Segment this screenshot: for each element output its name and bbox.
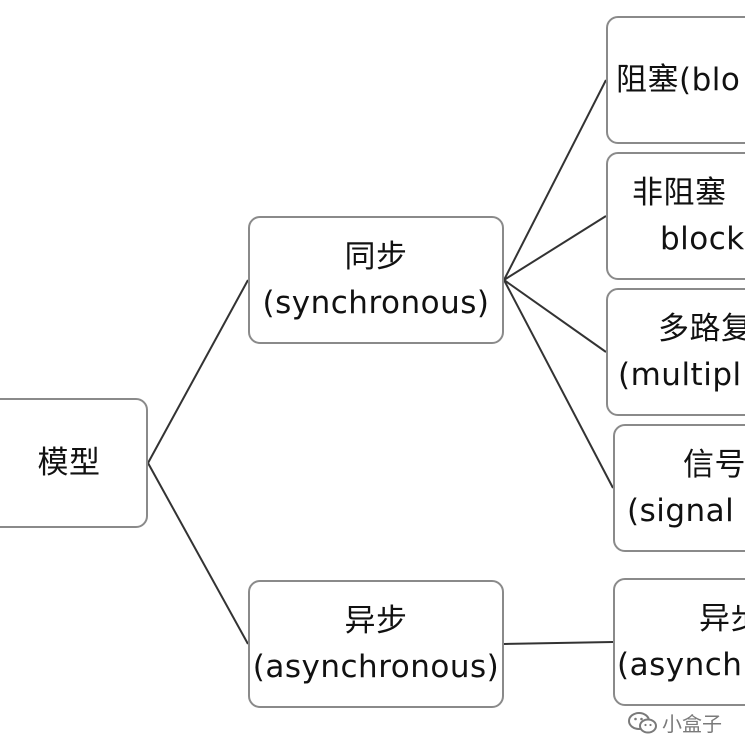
node-synchronous: 同步 (synchronous)	[248, 216, 504, 344]
node-signal-driven: 信号 (signal d	[613, 424, 745, 552]
edge-root-sync	[147, 279, 249, 464]
node-blocking: 阻塞(blo	[606, 16, 745, 144]
edge-sync-signal	[503, 279, 614, 489]
node-sublabel: (signal d	[627, 493, 745, 529]
edge-async-asyncio	[503, 641, 614, 645]
node-label: 非阻塞	[632, 175, 727, 211]
wechat-icon	[628, 711, 657, 733]
node-root-model: 模型	[0, 398, 148, 528]
node-label: 信号	[683, 447, 745, 483]
node-multiplexing: 多路复 (multipl	[606, 288, 745, 416]
edge-sync-nonblocking	[503, 215, 607, 281]
node-label: 多路复	[658, 311, 745, 347]
edge-root-async	[147, 462, 249, 645]
edge-sync-blocking	[503, 79, 607, 281]
watermark: 小盒子	[628, 708, 722, 737]
node-sublabel: (multipl	[618, 357, 742, 393]
node-sublabel: (asynchr	[617, 647, 745, 683]
node-label: 异步	[699, 601, 745, 637]
node-sublabel: (asynchronous)	[252, 649, 500, 685]
edge-sync-multiplex	[503, 279, 607, 353]
node-label: 异步	[344, 603, 408, 639]
node-label: 阻塞(blo	[616, 62, 741, 98]
node-sublabel: block	[660, 221, 745, 257]
node-label: 模型	[37, 445, 101, 481]
node-sublabel: (synchronous)	[262, 285, 490, 321]
node-asynchronous: 异步 (asynchronous)	[248, 580, 504, 708]
node-nonblocking: 非阻塞 block	[606, 152, 745, 280]
node-label: 同步	[344, 239, 408, 275]
node-async-io: 异步 (asynchr	[613, 578, 745, 706]
watermark-text: 小盒子	[662, 712, 722, 736]
